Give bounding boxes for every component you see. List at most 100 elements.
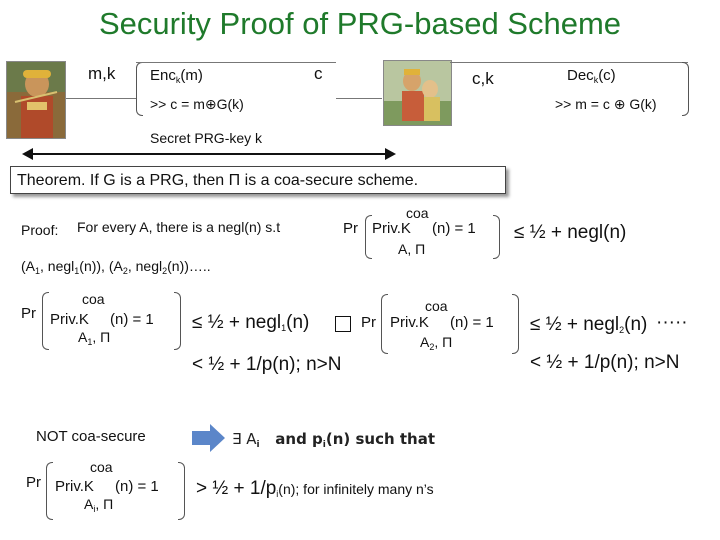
sender-to-box-line xyxy=(66,98,136,99)
proof-coa: coa xyxy=(406,205,429,221)
case2-bracket-left xyxy=(381,294,388,354)
pairs-sub: 2 xyxy=(162,266,168,276)
case2-a: A2, Π xyxy=(420,334,452,352)
pairs-part: (n)), (A xyxy=(79,258,123,274)
case3-pi: , Π xyxy=(95,496,114,512)
dec-box-right xyxy=(682,62,689,116)
proof-n-eq: (n) = 1 xyxy=(432,220,476,237)
ciphertext-label: c xyxy=(314,64,323,83)
case1-coa: coa xyxy=(82,291,105,307)
dec-sub: k xyxy=(593,75,599,85)
enc-top-line xyxy=(136,62,336,63)
case3-a-sub: i xyxy=(93,504,96,514)
exists-sub: i xyxy=(322,440,326,450)
pairs-sub: 2 xyxy=(122,266,128,276)
case2-n-eq: (n) = 1 xyxy=(450,314,494,331)
proof-privk: Priv.K xyxy=(372,220,411,237)
case1-a: A1, Π xyxy=(78,329,110,347)
case3-a-base: A xyxy=(84,496,94,512)
case3-gt: > ½ + 1/p xyxy=(196,478,277,499)
enc-box-left xyxy=(136,62,143,116)
implies-arrow-icon xyxy=(192,424,225,452)
case2-ellipsis: ····· xyxy=(656,312,688,333)
case3-privk: Priv.K xyxy=(55,478,94,495)
case2-pr: Pr xyxy=(361,314,376,331)
exists-part: and p xyxy=(275,430,323,448)
proof-pr: Pr xyxy=(343,220,358,237)
pairs-sub: 1 xyxy=(74,266,80,276)
case2-privk: Priv.K xyxy=(390,314,429,331)
not-secure-label: NOT coa-secure xyxy=(36,428,146,445)
key-arrow-right-head xyxy=(385,148,396,160)
pairs-sub: 1 xyxy=(35,266,41,276)
proof-statement: For every A, there is a negl(n) s.t xyxy=(77,219,281,235)
key-arrow-shaft xyxy=(32,153,386,155)
secret-key-label: Secret PRG-key k xyxy=(150,130,263,146)
receiver-portrait-image xyxy=(383,60,452,126)
case3-a: Ai, Π xyxy=(84,496,113,514)
sender-portrait-image xyxy=(6,61,66,139)
case2-coa: coa xyxy=(425,298,448,314)
case2-a-sub: 2 xyxy=(429,342,435,352)
decryption-function: Deck(c) xyxy=(567,67,616,85)
case3-n-eq: (n) = 1 xyxy=(115,478,159,495)
proof-bracket-right xyxy=(493,215,500,259)
pairs-part: (n))….. xyxy=(167,258,211,274)
case1-leq-sub: 1 xyxy=(281,323,287,333)
pairs-part: , negl xyxy=(127,258,163,274)
proof-label: Proof: xyxy=(21,222,59,238)
case3-bracket-left xyxy=(46,462,53,520)
case3-bound: > ½ + 1/pi(n); for infinitely many n’s xyxy=(196,478,434,500)
enc-arg: (m) xyxy=(180,67,203,84)
case1-a-sub: 1 xyxy=(87,337,93,347)
proof-bracket-left xyxy=(365,215,372,259)
decryption-step: >> m = c ⊕ G(k) xyxy=(555,96,657,112)
case3-bracket-right xyxy=(178,462,185,520)
proof-bound: ≤ ½ + negl(n) xyxy=(514,222,627,243)
case1-leq-tail: (n) xyxy=(286,312,310,333)
dec-base: Dec xyxy=(567,67,594,84)
case2-less-bound: < ½ + 1/p(n); n>N xyxy=(530,352,680,373)
case1-pi: , Π xyxy=(92,329,111,345)
case1-pr: Pr xyxy=(21,305,36,322)
encryption-step: >> c = m⊕G(k) xyxy=(150,96,244,112)
dec-arg: (c) xyxy=(598,67,616,84)
case1-bracket-right xyxy=(174,292,181,350)
enc-base: Enc xyxy=(150,67,176,84)
key-arrow-left-head xyxy=(22,148,33,160)
proof-pairs: (A1, negl1(n)), (A2, negl2(n))….. xyxy=(21,258,211,276)
encryption-function: Enck(m) xyxy=(150,67,203,85)
channel-line xyxy=(336,98,382,99)
case3-coa: coa xyxy=(90,459,113,475)
case2-bracket-right xyxy=(512,294,519,354)
theorem-box: Theorem. If G is a PRG, then Π is a coa-… xyxy=(10,166,506,194)
pairs-part: (A xyxy=(21,258,35,274)
case1-bracket-left xyxy=(42,292,49,350)
case2-a-base: A xyxy=(420,334,430,350)
exists-part: ∃ A xyxy=(232,430,257,448)
case2-leq-sub: 2 xyxy=(619,325,625,335)
case2-bound: ≤ ½ + negl2(n) xyxy=(530,314,647,336)
slide-title: Security Proof of PRG-based Scheme xyxy=(98,6,622,41)
case1-privk: Priv.K xyxy=(50,311,89,328)
proof-a-pi: A, Π xyxy=(398,241,426,257)
exists-statement: ∃ Ai and pi(n) such that xyxy=(232,430,435,450)
pairs-part: , negl xyxy=(40,258,75,274)
sender-input-label: m,k xyxy=(88,64,116,83)
case3-pr: Pr xyxy=(26,474,41,491)
dec-top-line xyxy=(450,62,688,63)
exists-part: (n) such that xyxy=(325,430,436,448)
case1-less-bound: < ½ + 1/p(n); n>N xyxy=(192,354,342,375)
case2-pi: , Π xyxy=(434,334,453,350)
case3-gt-tail: (n); for infinitely many n’s xyxy=(278,481,434,497)
case2-leq: ≤ ½ + negl xyxy=(530,314,620,335)
case1-n-eq: (n) = 1 xyxy=(110,311,154,328)
enc-sub: k xyxy=(175,75,181,85)
case3-gt-sub: i xyxy=(276,489,279,499)
case2-leq-tail: (n) xyxy=(624,314,648,335)
case1-bound: ≤ ½ + negl1(n) xyxy=(192,312,309,334)
exists-sub: i xyxy=(256,440,260,450)
case1-leq: ≤ ½ + negl xyxy=(192,312,282,333)
case1-a-base: A xyxy=(78,329,88,345)
receiver-input-label: c,k xyxy=(472,69,494,88)
